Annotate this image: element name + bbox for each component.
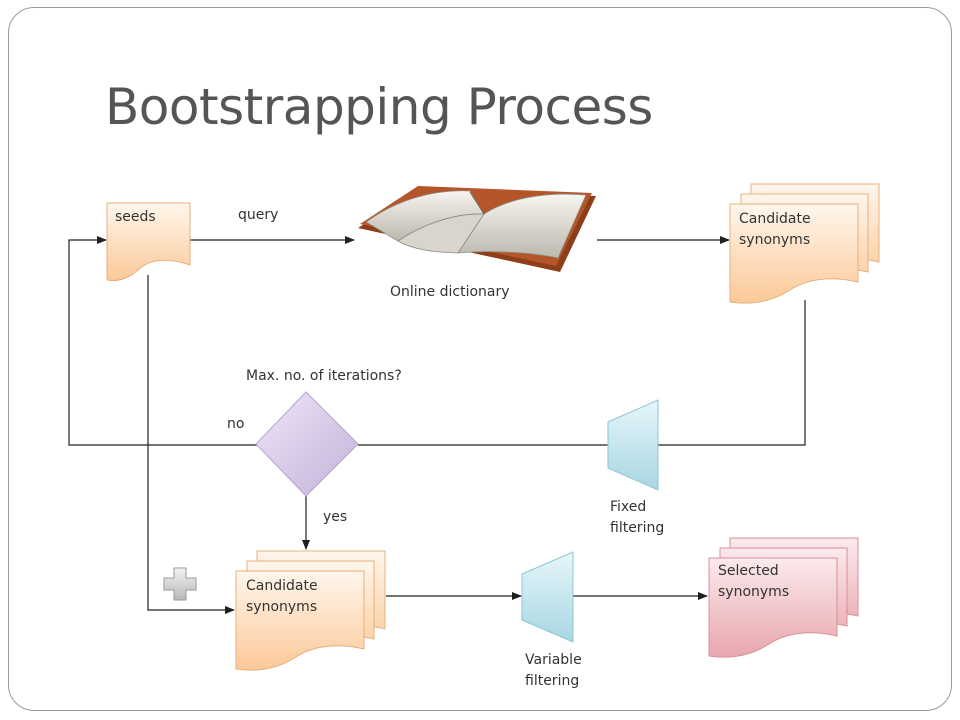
seeds-merge-arrow xyxy=(147,275,235,614)
query-label: query xyxy=(238,207,279,223)
fixed-filtering-label: Fixed filtering xyxy=(610,499,665,536)
selected-synonyms-label: Selected synonyms xyxy=(718,563,790,600)
yes-label: yes xyxy=(323,509,348,525)
variable-filtering-label: Variable filtering xyxy=(525,652,582,689)
candidate-synonyms-top-stack xyxy=(729,183,880,304)
candidate-synonyms-bottom-label: Candidate synonyms xyxy=(246,578,318,615)
variable-filtering-funnel xyxy=(521,551,574,643)
no-label: no xyxy=(227,416,245,432)
seeds-label: seeds xyxy=(115,209,156,225)
decision-label: Max. no. of iterations? xyxy=(246,368,402,384)
merge-plus-icon xyxy=(163,567,197,601)
slide-title: Bootstrapping Process xyxy=(105,78,653,136)
seeds-document xyxy=(106,202,191,282)
no-loop-arrow xyxy=(68,236,257,446)
online-dictionary-label: Online dictionary xyxy=(390,284,510,300)
iteration-decision-diamond xyxy=(255,391,359,497)
candidates-to-filter-line xyxy=(658,300,806,446)
selected-synonyms-stack xyxy=(708,537,859,658)
candidate-synonyms-top-label: Candidate synonyms xyxy=(739,211,811,248)
fixed-filtering-funnel xyxy=(607,399,659,491)
online-dictionary-book xyxy=(358,186,596,272)
candidate-synonyms-bottom-stack xyxy=(235,550,386,671)
